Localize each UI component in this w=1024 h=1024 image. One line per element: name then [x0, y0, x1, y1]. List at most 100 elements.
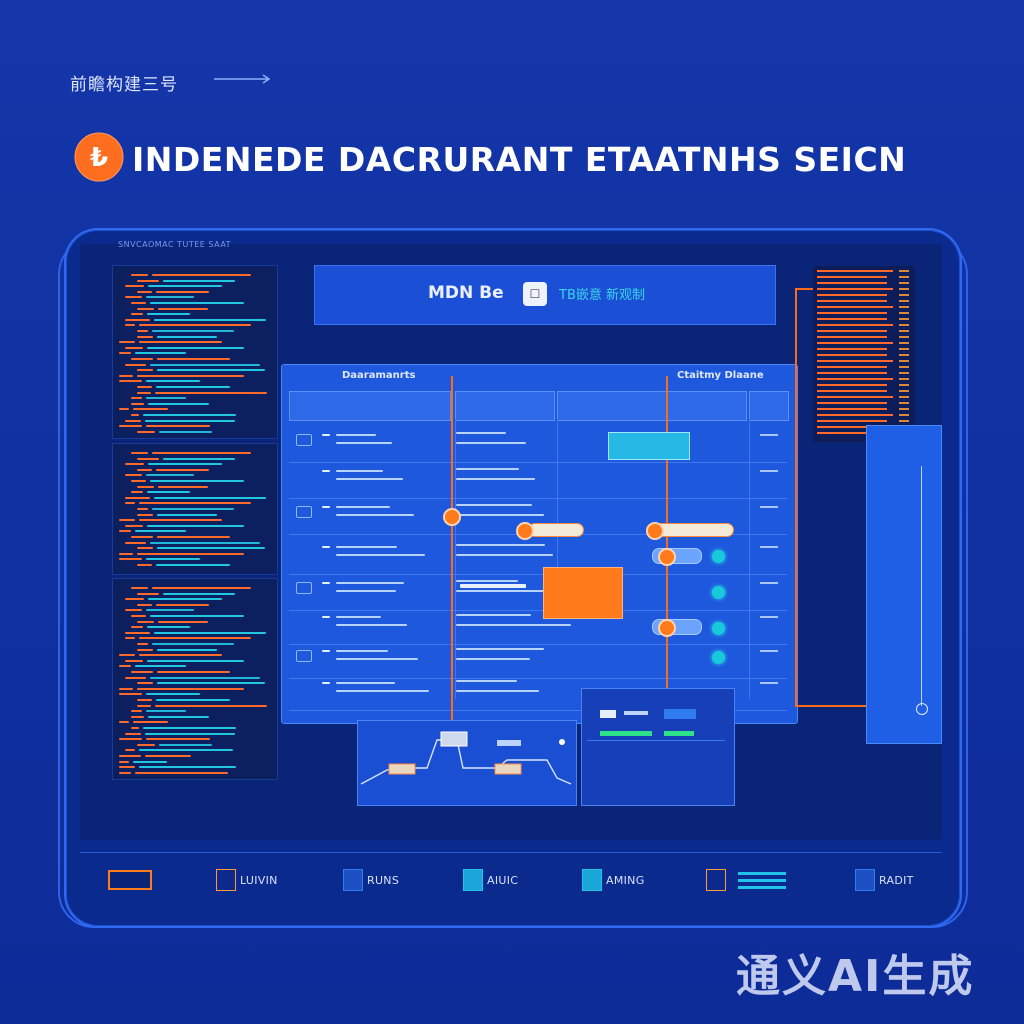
connector-node[interactable]	[658, 619, 676, 637]
detail-progress	[600, 731, 652, 736]
column-header-2[interactable]	[455, 391, 555, 421]
tab-icon	[706, 869, 726, 891]
code-token	[135, 771, 228, 774]
code-token	[149, 676, 260, 679]
code-block-1[interactable]	[112, 265, 278, 439]
row-number	[760, 506, 778, 508]
code-token	[119, 693, 142, 696]
code-token	[162, 279, 236, 282]
code-token	[155, 386, 230, 388]
status-dot	[712, 651, 725, 664]
column-header-4[interactable]	[749, 391, 789, 421]
column-header-3[interactable]	[557, 391, 747, 421]
cell-text	[456, 624, 571, 626]
toolbar-sub-label[interactable]: TB嵌意 新观制	[559, 288, 645, 303]
slider-track[interactable]	[921, 466, 922, 706]
highlight-chip[interactable]	[608, 432, 690, 460]
image-icon[interactable]: ☐	[523, 282, 547, 306]
code-token	[131, 452, 148, 454]
footer-tab-5[interactable]: AMING	[582, 868, 645, 892]
row-number	[760, 616, 778, 618]
code-token	[131, 302, 147, 304]
connector-node[interactable]	[658, 548, 676, 566]
tab-icon	[343, 869, 363, 891]
log-line	[817, 366, 887, 368]
code-token	[147, 659, 245, 662]
log-line	[817, 414, 893, 416]
log-value	[899, 390, 909, 392]
code-token	[134, 530, 187, 533]
code-token	[125, 541, 146, 544]
slider-handle[interactable]	[916, 703, 928, 715]
footer-tab-2[interactable]: LUIVIN	[216, 868, 278, 892]
code-token	[125, 363, 146, 366]
code-token	[125, 502, 136, 505]
connector-node[interactable]	[516, 522, 534, 540]
tab-icon	[108, 870, 152, 890]
code-token	[137, 279, 159, 282]
breadcrumb[interactable]: 前瞻构建三号	[70, 75, 178, 95]
logo-glyph: ₺	[90, 143, 108, 173]
log-value	[899, 354, 909, 356]
side-panel[interactable]	[866, 425, 942, 744]
row-divider	[289, 574, 787, 575]
connector-node[interactable]	[646, 522, 664, 540]
code-token	[131, 671, 153, 673]
selected-cell[interactable]	[543, 567, 623, 619]
cell-text	[456, 442, 526, 444]
log-line	[817, 396, 893, 398]
log-value	[899, 330, 909, 332]
code-token	[155, 704, 267, 707]
divider	[587, 740, 725, 741]
cell-text	[456, 680, 517, 682]
code-token	[137, 391, 152, 394]
log-value	[899, 294, 909, 296]
cell-text	[322, 582, 330, 584]
cell-text	[456, 468, 519, 470]
code-token	[137, 704, 152, 707]
status-dot	[712, 550, 725, 563]
footer-tab-6[interactable]	[706, 868, 786, 892]
flow-panel[interactable]	[357, 720, 577, 806]
code-block-2[interactable]	[112, 443, 278, 575]
column-header-1[interactable]	[289, 391, 451, 421]
code-token	[139, 637, 252, 640]
code-block-3[interactable]	[112, 578, 278, 780]
log-line	[817, 336, 887, 338]
code-token	[125, 659, 144, 662]
toolbar-label[interactable]: MDN Be	[428, 283, 504, 303]
detail-panel[interactable]	[581, 688, 735, 806]
code-token	[155, 603, 210, 606]
footer-tab-7[interactable]: RADIT	[855, 868, 914, 892]
code-token	[150, 615, 245, 617]
cell-text	[336, 624, 407, 626]
log-value	[899, 366, 909, 368]
code-token	[119, 771, 132, 774]
log-value	[899, 372, 909, 374]
code-token	[125, 732, 142, 735]
connector-node[interactable]	[443, 508, 461, 526]
code-token	[125, 296, 143, 299]
log-line	[817, 312, 887, 314]
code-token	[125, 346, 144, 349]
log-value	[899, 402, 909, 404]
code-token	[156, 369, 266, 372]
log-line	[817, 390, 887, 392]
code-token	[158, 485, 209, 488]
code-token	[143, 414, 236, 416]
code-token	[145, 419, 235, 422]
footer-tab-4[interactable]: AIUIC	[463, 868, 518, 892]
status-dot	[712, 586, 725, 599]
footer-tab-3[interactable]: RUNS	[343, 868, 399, 892]
row-number	[760, 546, 778, 548]
log-value	[899, 336, 909, 338]
row-number	[760, 434, 778, 436]
log-list[interactable]	[813, 266, 915, 442]
row-number	[760, 650, 778, 652]
code-token	[156, 358, 231, 360]
tag-pill[interactable]	[528, 523, 584, 537]
log-value	[899, 324, 909, 326]
code-token	[137, 603, 152, 606]
code-token	[158, 620, 209, 623]
footer-tab-1[interactable]	[108, 868, 152, 892]
